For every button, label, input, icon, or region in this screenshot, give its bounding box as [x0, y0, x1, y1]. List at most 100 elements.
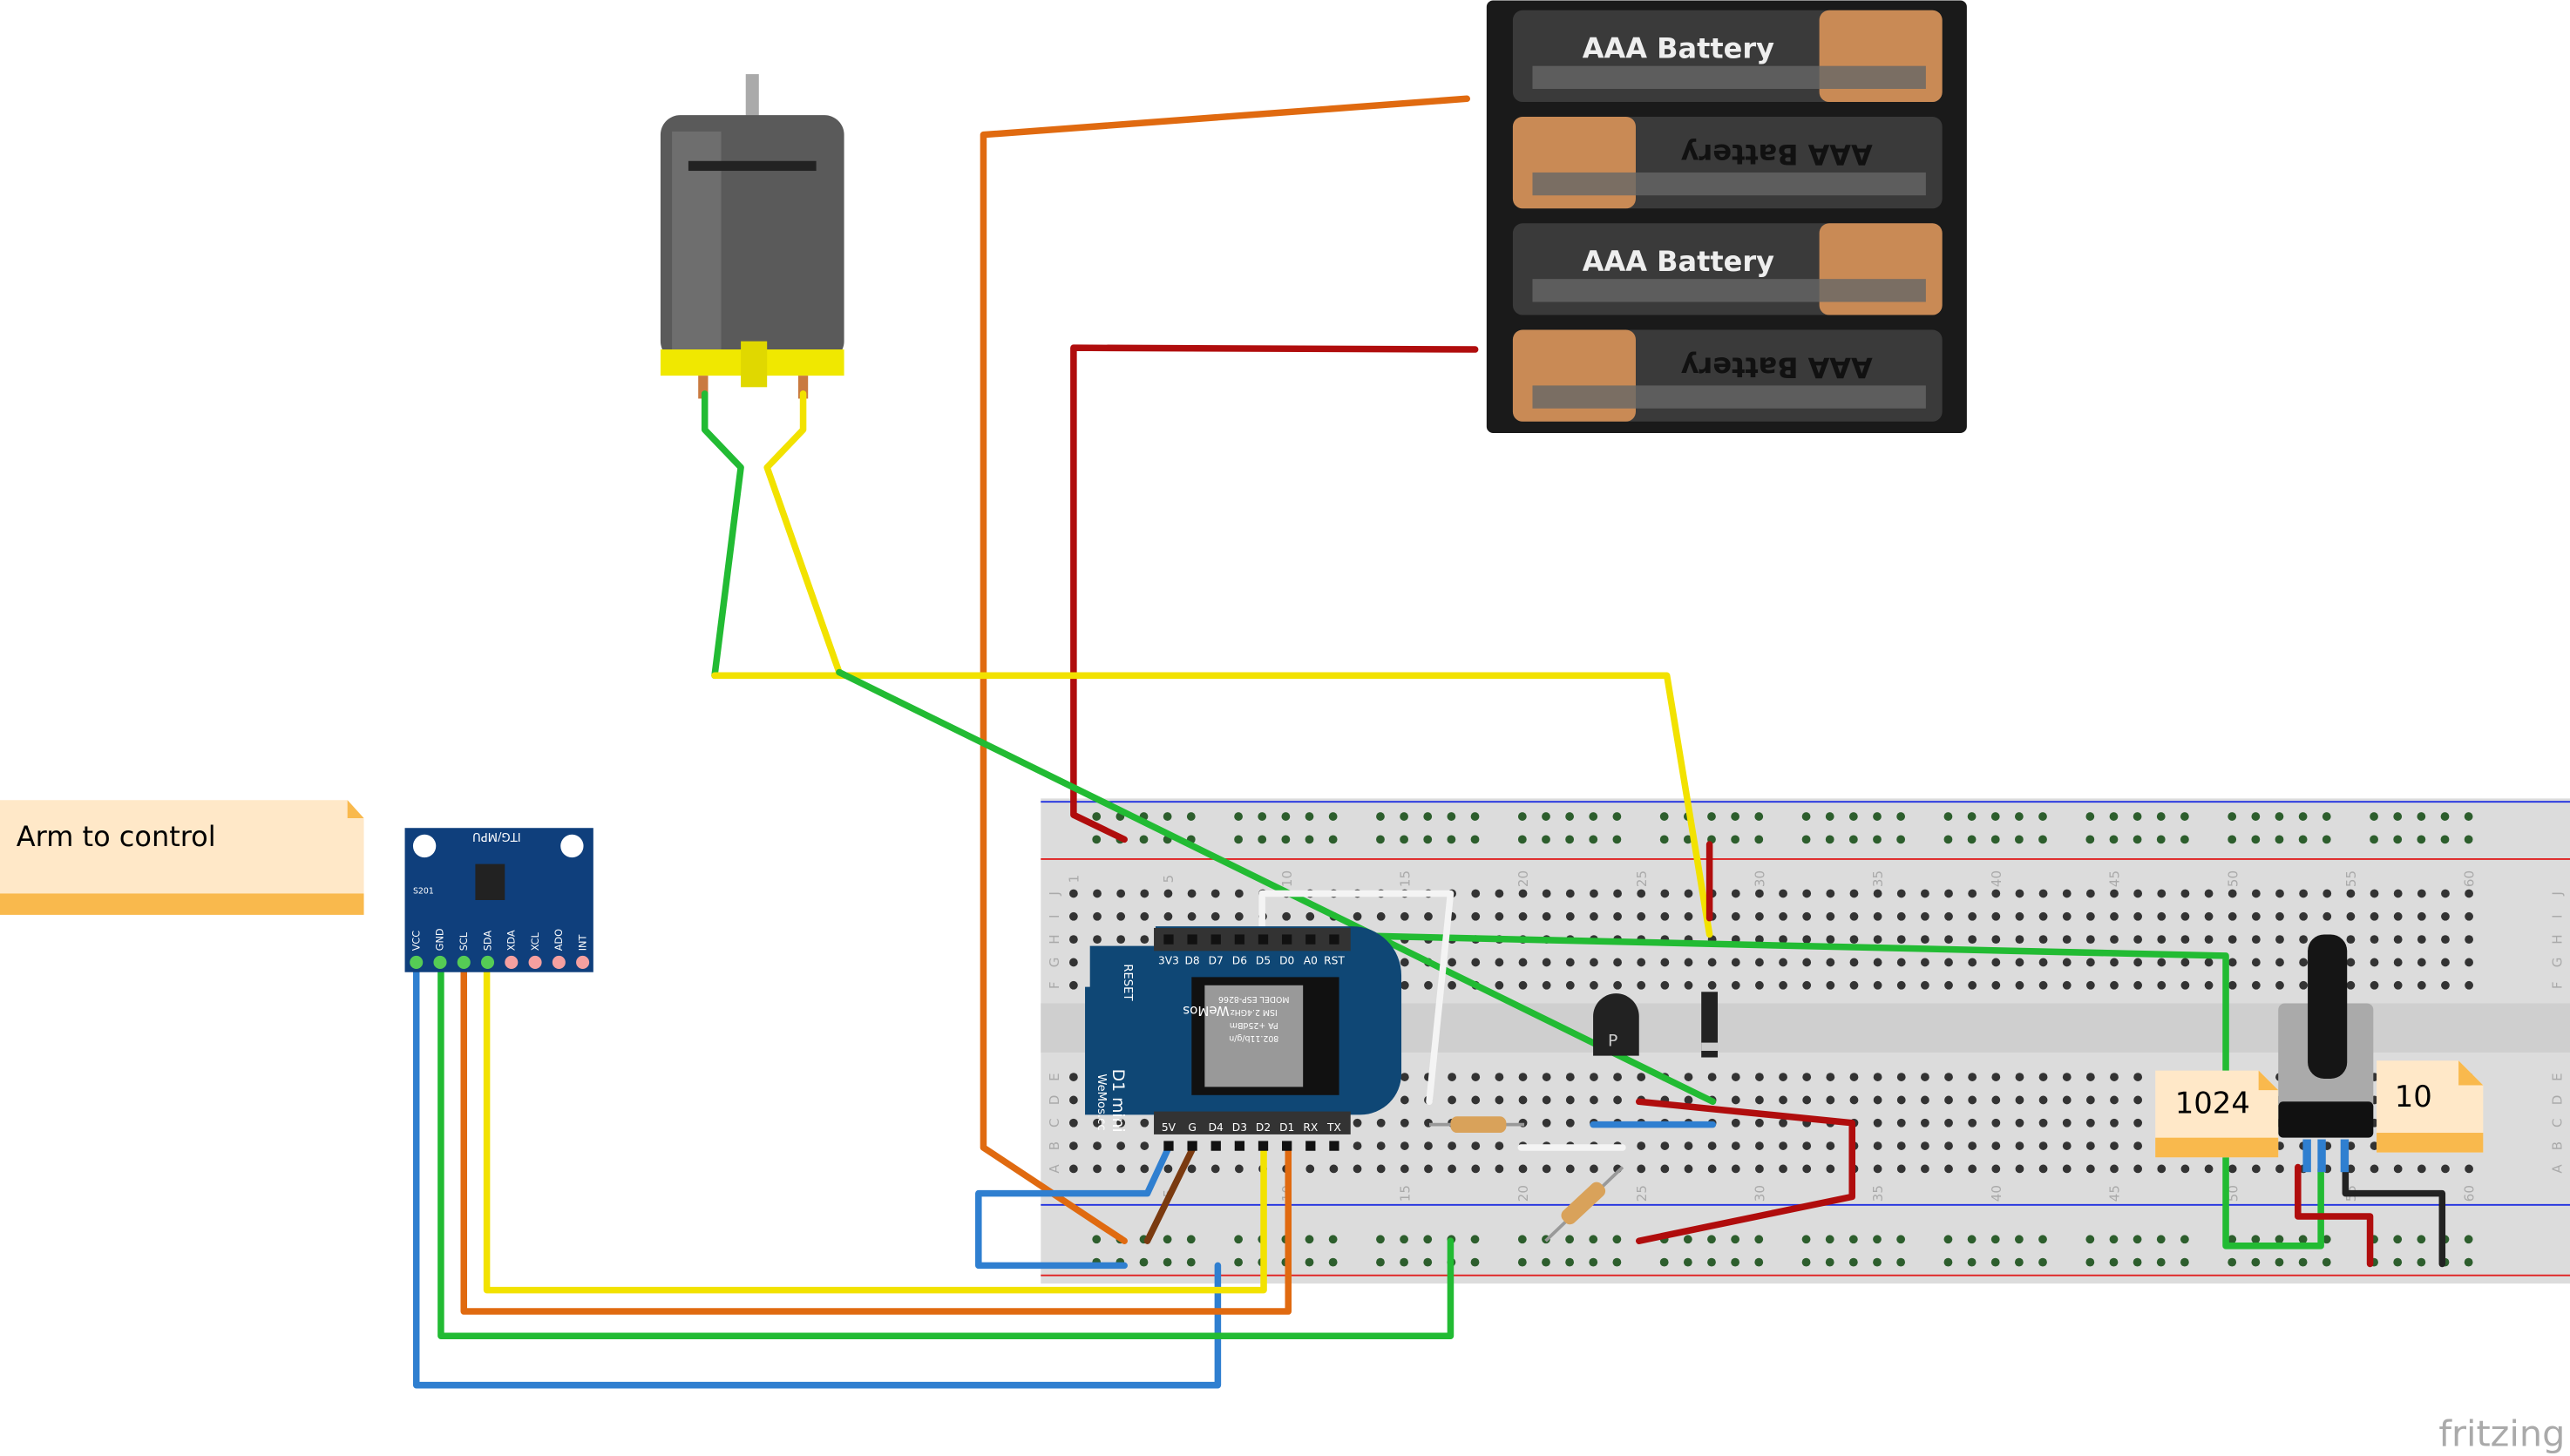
breadboard-hole[interactable] — [1518, 980, 1528, 990]
rail-hole[interactable] — [2085, 1257, 2095, 1267]
breadboard-hole[interactable] — [2015, 1118, 2024, 1128]
breadboard-hole[interactable] — [1991, 1118, 2001, 1128]
breadboard-hole[interactable] — [1660, 889, 1670, 898]
rail-hole[interactable] — [1896, 835, 1906, 844]
breadboard-hole[interactable] — [1779, 889, 1787, 898]
breadboard-hole[interactable] — [1991, 935, 2001, 945]
breadboard-hole[interactable] — [1755, 1164, 1764, 1174]
rail-hole[interactable] — [2251, 835, 2261, 844]
rail-hole[interactable] — [2133, 835, 2142, 844]
breadboard-hole[interactable] — [1684, 1095, 1693, 1105]
breadboard-hole[interactable] — [1921, 1118, 1929, 1128]
breadboard-hole[interactable] — [1637, 911, 1646, 921]
breadboard-hole[interactable] — [1187, 889, 1197, 898]
breadboard-hole[interactable] — [1565, 1164, 1575, 1174]
rail-hole[interactable] — [2298, 812, 2308, 821]
breadboard-hole[interactable] — [1518, 958, 1528, 967]
rail-hole[interactable] — [1258, 812, 1267, 821]
breadboard-hole[interactable] — [2133, 1164, 2143, 1174]
breadboard-hole[interactable] — [1637, 1164, 1646, 1174]
breadboard-hole[interactable] — [2204, 889, 2214, 898]
breadboard-hole[interactable] — [2393, 958, 2403, 967]
breadboard-hole[interactable] — [2110, 980, 2119, 990]
breadboard-hole[interactable] — [1660, 980, 1670, 990]
pin-header[interactable] — [1329, 1141, 1339, 1151]
breadboard-hole[interactable] — [1684, 1164, 1693, 1174]
breadboard-hole[interactable] — [2370, 889, 2379, 898]
breadboard-hole[interactable] — [1968, 889, 1977, 898]
breadboard-hole[interactable] — [1755, 1141, 1764, 1150]
rail-hole[interactable] — [1683, 1257, 1692, 1267]
breadboard-hole[interactable] — [2062, 958, 2072, 967]
breadboard-hole[interactable] — [2157, 1164, 2167, 1174]
resistor-diagonal[interactable] — [1544, 1166, 1624, 1243]
rail-hole[interactable] — [1400, 835, 1408, 844]
rail-hole[interactable] — [2180, 812, 2189, 821]
breadboard-hole[interactable] — [2275, 911, 2284, 921]
breadboard-hole[interactable] — [1448, 958, 1456, 967]
breadboard-hole[interactable] — [1590, 980, 1598, 990]
rail-hole[interactable] — [1943, 1257, 1953, 1267]
breadboard-hole[interactable] — [1707, 958, 1717, 967]
rail-hole[interactable] — [1825, 1235, 1834, 1244]
breadboard-hole[interactable] — [1305, 911, 1315, 921]
breadboard-hole[interactable] — [1873, 935, 1882, 945]
breadboard-hole[interactable] — [2251, 889, 2261, 898]
breadboard-hole[interactable] — [2393, 911, 2403, 921]
breadboard-hole[interactable] — [2465, 911, 2473, 921]
rail-hole[interactable] — [1943, 812, 1953, 821]
breadboard-hole[interactable] — [2393, 935, 2403, 945]
breadboard-hole[interactable] — [2062, 935, 2072, 945]
breadboard-hole[interactable] — [1093, 911, 1102, 921]
mpu-pin[interactable] — [528, 955, 542, 969]
breadboard-hole[interactable] — [2133, 935, 2143, 945]
breadboard-hole[interactable] — [2015, 1141, 2024, 1150]
breadboard-hole[interactable] — [1707, 1141, 1717, 1150]
breadboard-hole[interactable] — [1991, 889, 2001, 898]
breadboard-hole[interactable] — [2204, 980, 2214, 990]
breadboard-hole[interactable] — [1873, 958, 1882, 967]
rail-hole[interactable] — [2251, 812, 2261, 821]
breadboard-hole[interactable] — [2275, 935, 2284, 945]
rail-hole[interactable] — [2156, 812, 2166, 821]
breadboard-hole[interactable] — [2038, 980, 2048, 990]
rail-hole[interactable] — [2298, 1235, 2308, 1244]
rail-hole[interactable] — [1565, 835, 1574, 844]
breadboard-hole[interactable] — [1660, 1164, 1670, 1174]
breadboard-hole[interactable] — [1826, 958, 1835, 967]
breadboard-hole[interactable] — [1826, 980, 1835, 990]
breadboard-hole[interactable] — [1968, 1073, 1977, 1081]
breadboard-hole[interactable] — [1802, 1164, 1812, 1174]
breadboard-hole[interactable] — [2062, 911, 2072, 921]
rail-hole[interactable] — [1470, 1257, 1480, 1267]
breadboard-hole[interactable] — [2157, 935, 2167, 945]
breadboard-hole[interactable] — [1802, 958, 1812, 967]
breadboard-hole[interactable] — [2228, 980, 2237, 990]
breadboard-hole[interactable] — [1400, 980, 1409, 990]
breadboard-hole[interactable] — [1944, 935, 1953, 945]
breadboard-hole[interactable] — [1424, 1141, 1433, 1150]
rail-hole[interactable] — [2109, 835, 2119, 844]
rail-hole[interactable] — [2156, 835, 2166, 844]
rail-hole[interactable] — [1943, 835, 1953, 844]
pin-header[interactable] — [1329, 934, 1339, 945]
breadboard-hole[interactable] — [1613, 958, 1622, 967]
breadboard-hole[interactable] — [2370, 958, 2379, 967]
mpu-pin[interactable] — [480, 955, 495, 969]
rail-hole[interactable] — [1589, 1257, 1598, 1267]
rail-hole[interactable] — [2038, 812, 2047, 821]
breadboard-hole[interactable] — [1944, 1073, 1953, 1081]
breadboard-hole[interactable] — [1565, 1118, 1575, 1128]
breadboard-hole[interactable] — [1353, 1164, 1362, 1174]
breadboard-hole[interactable] — [1495, 1141, 1504, 1150]
breadboard-hole[interactable] — [1944, 1118, 1953, 1128]
rail-hole[interactable] — [2014, 812, 2024, 821]
breadboard-hole[interactable] — [1400, 911, 1409, 921]
breadboard-hole[interactable] — [1590, 1095, 1598, 1105]
breadboard-hole[interactable] — [2085, 935, 2095, 945]
breadboard-hole[interactable] — [1968, 935, 1977, 945]
breadboard-hole[interactable] — [2465, 1164, 2473, 1174]
rail-hole[interactable] — [1754, 1235, 1764, 1244]
breadboard-hole[interactable] — [1731, 1095, 1740, 1105]
rail-hole[interactable] — [2038, 1235, 2047, 1244]
